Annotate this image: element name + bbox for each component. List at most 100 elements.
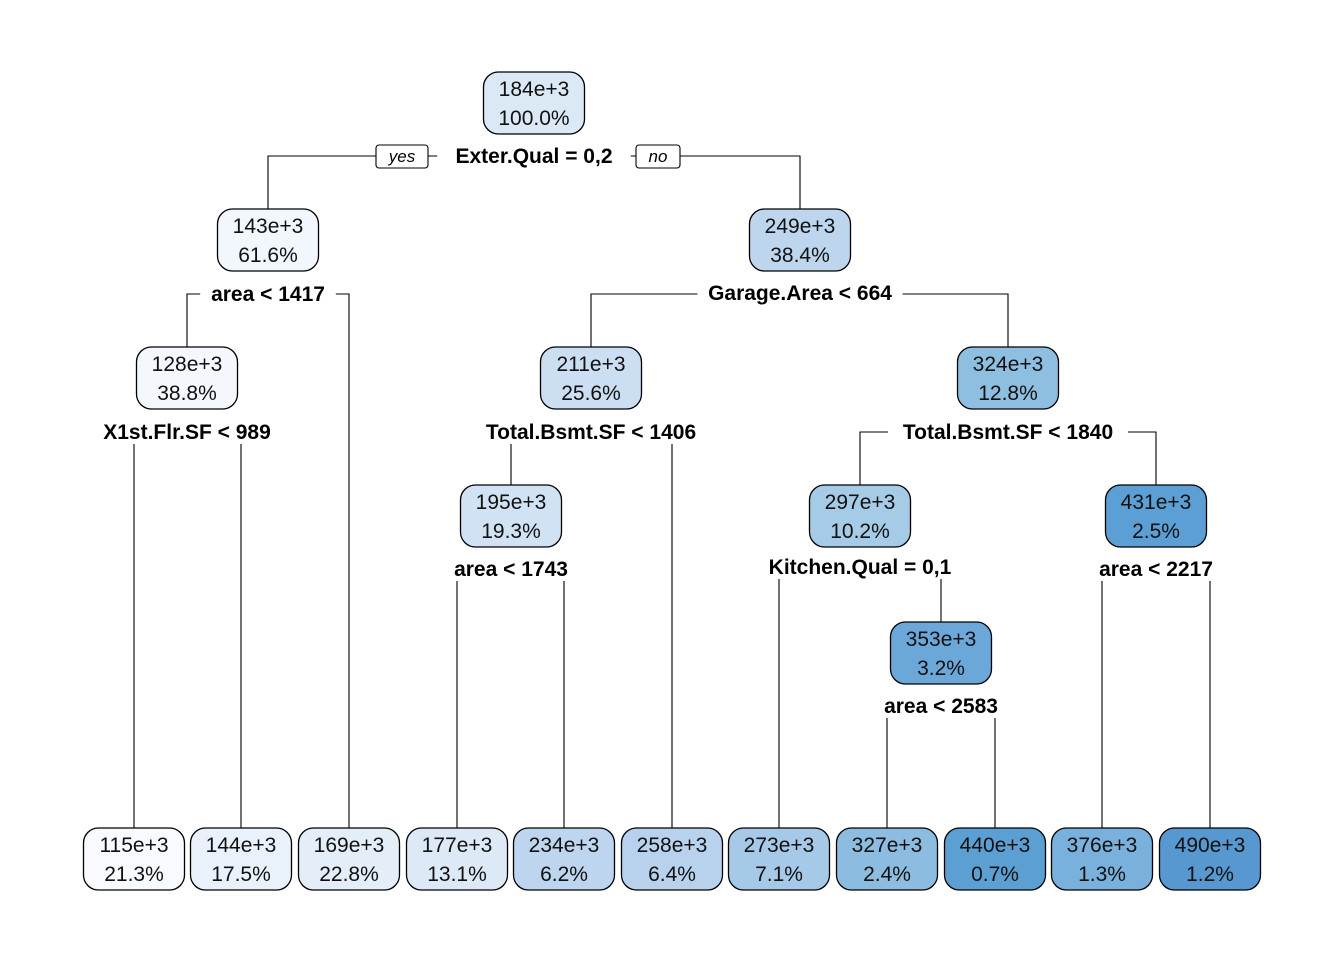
node-value-n3: 249e+3 bbox=[765, 215, 836, 238]
split-label-s2: area < 1417 bbox=[211, 283, 325, 306]
node-percent-l2: 17.5% bbox=[211, 863, 271, 886]
node-value-l6: 258e+3 bbox=[637, 834, 708, 857]
tree-node-n10: 353e+3 3.2% bbox=[889, 621, 993, 685]
node-box-n9 bbox=[1104, 484, 1208, 548]
split-label-s9: area < 2217 bbox=[1099, 558, 1213, 581]
node-percent-n7: 19.3% bbox=[481, 520, 541, 543]
node-percent-n1: 100.0% bbox=[498, 107, 569, 130]
node-box-l5 bbox=[512, 827, 616, 891]
branch-label-yes-box bbox=[375, 144, 429, 169]
node-value-l7: 273e+3 bbox=[744, 834, 815, 857]
node-value-n10: 353e+3 bbox=[906, 628, 977, 651]
node-value-n2: 143e+3 bbox=[233, 215, 304, 238]
node-value-n9: 431e+3 bbox=[1121, 491, 1192, 514]
node-value-l1: 115e+3 bbox=[99, 834, 168, 857]
node-percent-n3: 38.4% bbox=[770, 244, 830, 267]
node-box-n5 bbox=[539, 346, 643, 410]
node-percent-n4: 38.8% bbox=[157, 382, 217, 405]
split-label-s10: area < 2583 bbox=[884, 695, 998, 718]
node-value-l9: 440e+3 bbox=[960, 834, 1031, 857]
split-label-s5: Total.Bsmt.SF < 1406 bbox=[486, 421, 696, 444]
split-label-bg-s1 bbox=[437, 144, 631, 168]
split-label-bg-s5 bbox=[471, 420, 711, 444]
node-value-l8: 327e+3 bbox=[852, 834, 923, 857]
node-value-n6: 324e+3 bbox=[973, 353, 1044, 376]
node-box-l8 bbox=[835, 827, 939, 891]
edge-s4 bbox=[133, 431, 242, 828]
node-value-n8: 297e+3 bbox=[825, 491, 896, 514]
tree-node-l1: 115e+3 21.3% bbox=[82, 827, 186, 891]
node-percent-l1: 21.3% bbox=[104, 863, 164, 886]
split-label-s8: Kitchen.Qual = 0,1 bbox=[769, 556, 952, 579]
node-box-l10 bbox=[1050, 827, 1154, 891]
node-percent-l6: 6.4% bbox=[648, 863, 696, 886]
edge-s9 bbox=[1101, 568, 1211, 828]
branch-label-yes: yes bbox=[388, 147, 416, 166]
node-box-n7 bbox=[459, 484, 563, 548]
node-box-l2 bbox=[189, 827, 293, 891]
node-percent-n5: 25.6% bbox=[561, 382, 621, 405]
branch-label-no-box bbox=[635, 144, 681, 169]
tree-node-l9: 440e+30.7% bbox=[943, 827, 1047, 891]
node-box-n8 bbox=[808, 484, 912, 548]
node-box-l11 bbox=[1158, 827, 1262, 891]
node-percent-l7: 7.1% bbox=[755, 863, 803, 886]
node-percent-l5: 6.2% bbox=[540, 863, 588, 886]
node-value-n4: 128e+3 bbox=[152, 353, 223, 376]
node-box-n2 bbox=[216, 208, 320, 272]
split-label-bg-s8 bbox=[751, 555, 969, 579]
split-labels: Exter.Qual = 0,2 area < 1417 Garage.Area <… bbox=[84, 144, 1224, 718]
tree-node-n2: 143e+3 61.6% bbox=[216, 208, 320, 272]
node-percent-n10: 3.2% bbox=[917, 657, 965, 680]
tree-node-l8: 327e+3 2.4% bbox=[835, 827, 939, 891]
tree-node-l4: 177e+3 13.1% bbox=[405, 827, 509, 891]
tree-node-n9: 431e+32.5% bbox=[1104, 484, 1208, 548]
branch-label-no: no bbox=[649, 147, 668, 166]
split-label-s7: area < 1743 bbox=[454, 558, 568, 581]
tree-node-l7: 273e+3 7.1% bbox=[727, 827, 831, 891]
node-value-l3: 169e+3 bbox=[314, 834, 385, 857]
tree-node-n5: 211e+325.6% bbox=[539, 346, 643, 410]
node-value-l11: 490e+3 bbox=[1175, 834, 1246, 857]
edge-s7 bbox=[456, 568, 565, 828]
tree-node-n4: 128e+3 38.8% bbox=[135, 346, 239, 410]
split-label-bg-s3 bbox=[697, 281, 903, 305]
split-label-bg-s6 bbox=[888, 420, 1128, 444]
tree-node-l5: 234e+3 6.2% bbox=[512, 827, 616, 891]
node-percent-n2: 61.6% bbox=[238, 244, 298, 267]
split-label-bg-s4 bbox=[84, 420, 290, 444]
node-box-n1 bbox=[482, 71, 586, 135]
split-label-s3: Garage.Area < 664 bbox=[708, 282, 892, 305]
tree-node-l10: 376e+3 1.3% bbox=[1050, 827, 1154, 891]
tree-node-n7: 195e+319.3% bbox=[459, 484, 563, 548]
node-box-n10 bbox=[889, 621, 993, 685]
split-label-bg-s10 bbox=[873, 694, 1009, 718]
split-label-s1: Exter.Qual = 0,2 bbox=[455, 145, 612, 168]
node-box-l4 bbox=[405, 827, 509, 891]
node-box-n6 bbox=[956, 346, 1060, 410]
tree-node-n6: 324e+312.8% bbox=[956, 346, 1060, 410]
split-label-s6: Total.Bsmt.SF < 1840 bbox=[903, 421, 1113, 444]
node-value-l5: 234e+3 bbox=[529, 834, 600, 857]
node-value-l10: 376e+3 bbox=[1067, 834, 1138, 857]
tree-node-n8: 297e+310.2% bbox=[808, 484, 912, 548]
split-label-bg-s2 bbox=[200, 282, 336, 306]
split-label-s4: X1st.Flr.SF < 989 bbox=[103, 421, 271, 444]
node-box-l7 bbox=[727, 827, 831, 891]
node-box-n3 bbox=[748, 208, 852, 272]
node-box-l9 bbox=[943, 827, 1047, 891]
edge-s10 bbox=[886, 705, 996, 828]
node-value-l4: 177e+3 bbox=[422, 834, 493, 857]
node-percent-l10: 1.3% bbox=[1078, 863, 1126, 886]
node-percent-l11: 1.2% bbox=[1186, 863, 1234, 886]
tree-node-l6: 258e+3 6.4% bbox=[620, 827, 724, 891]
node-box-n4 bbox=[135, 346, 239, 410]
node-percent-l4: 13.1% bbox=[427, 863, 487, 886]
tree-node-l3: 169e+322.8% bbox=[297, 827, 401, 891]
tree-node-l11: 490e+3 1.2% bbox=[1158, 827, 1262, 891]
node-box-l6 bbox=[620, 827, 724, 891]
node-percent-l8: 2.4% bbox=[863, 863, 911, 886]
split-label-bg-s9 bbox=[1088, 557, 1224, 581]
